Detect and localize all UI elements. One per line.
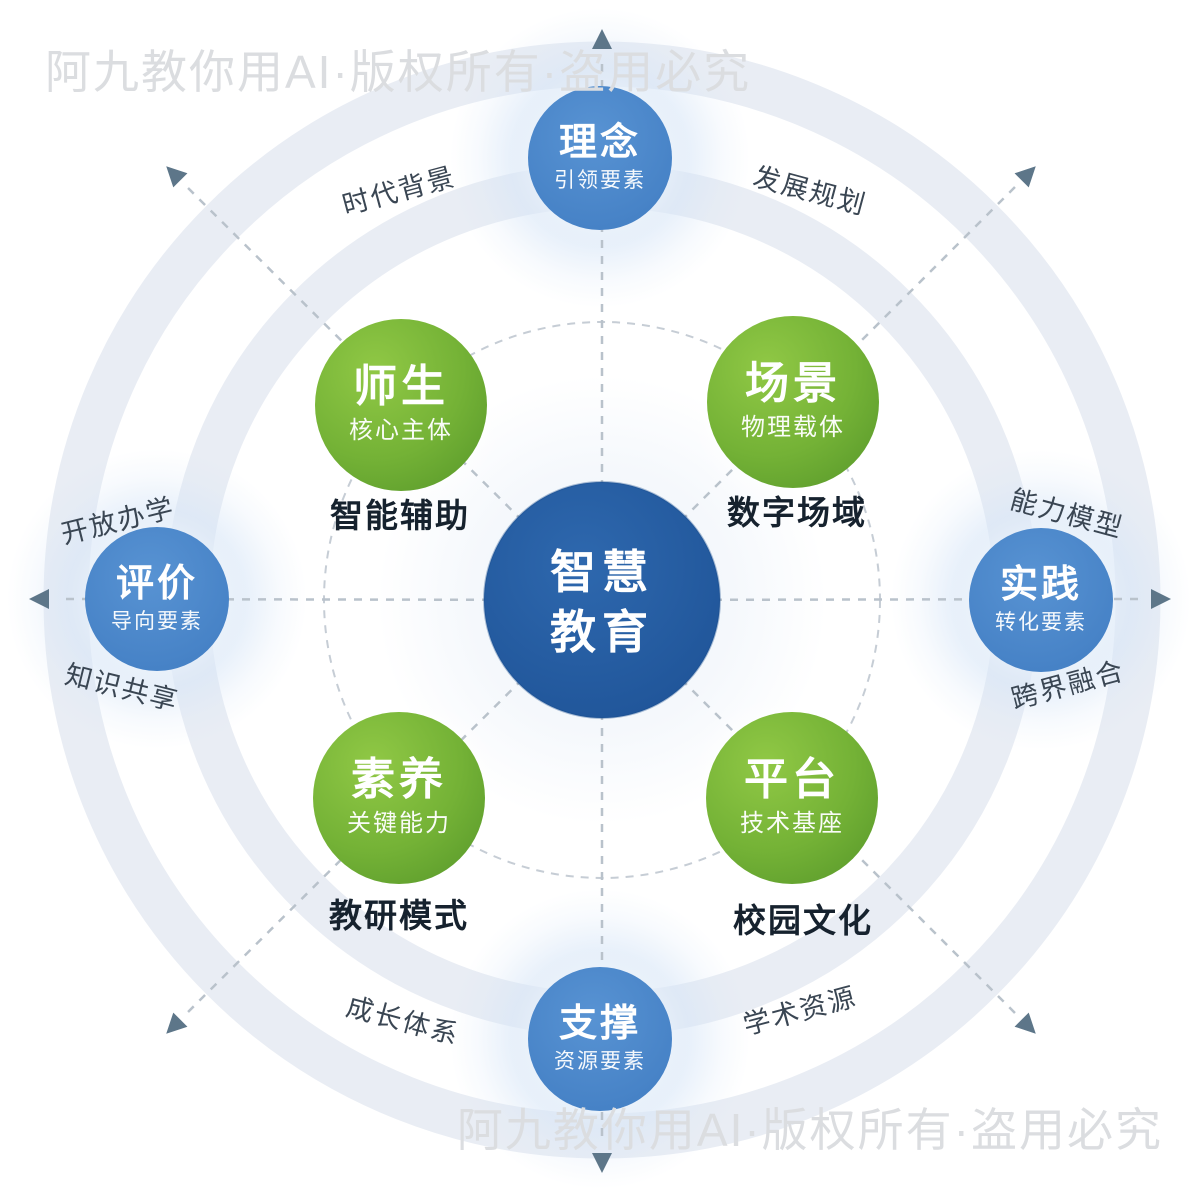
inner-node-bottomright: 平台 技术基座 [706, 712, 878, 884]
inner-node-topright-circle [707, 316, 879, 488]
cardinal-node-bottom: 支撑 资源要素 [528, 967, 672, 1111]
arrow-down-icon [592, 1153, 612, 1173]
inner-node-topleft-circle [315, 319, 487, 491]
inner-node-bottomright-sublabel: 技术基座 [740, 810, 844, 837]
cardinal-node-left-circle [85, 527, 229, 671]
cardinal-node-right-label: 实践 [1000, 564, 1082, 606]
cardinal-node-right-sublabel: 转化要素 [995, 611, 1087, 634]
cardinal-node-left-label: 评价 [116, 563, 198, 605]
inner-node-bottomright-label: 平台 [744, 755, 840, 804]
cardinal-node-right: 实践 转化要素 [969, 528, 1113, 672]
inner-node-bottomleft-circle [313, 712, 485, 884]
inner-node-bottomleft-sublabel: 关键能力 [347, 810, 451, 837]
watermark-bottom: 阿九教你用AI·版权所有·盗用必究 [457, 1104, 1163, 1156]
cardinal-node-bottom-sublabel: 资源要素 [554, 1050, 646, 1073]
cardinal-node-bottom-label: 支撑 [559, 1003, 641, 1045]
caption-bottomleft: 教研模式 [329, 897, 469, 934]
caption-bottomright: 校园文化 [733, 902, 873, 939]
inner-node-bottomright-circle [706, 712, 878, 884]
cardinal-node-top: 理念 引领要素 [528, 86, 672, 230]
cardinal-node-right-circle [969, 528, 1113, 672]
axis-arrowheads [29, 29, 1171, 1173]
arrow-upright-icon [1014, 166, 1036, 188]
arrow-left-icon [29, 589, 49, 609]
watermark-top: 阿九教你用AI·版权所有·盗用必究 [45, 46, 751, 98]
inner-node-topleft-sublabel: 核心主体 [349, 417, 453, 444]
cardinal-node-left-sublabel: 导向要素 [111, 610, 203, 633]
inner-node-topright-label: 场景 [745, 359, 841, 408]
arrow-downright-icon [1014, 1012, 1036, 1034]
arrow-right-icon [1151, 589, 1171, 609]
inner-node-topright: 场景 物理载体 [707, 316, 879, 488]
cardinal-node-top-label: 理念 [559, 121, 641, 164]
cardinal-node-top-circle [528, 86, 672, 230]
cardinal-node-bottom-circle [528, 967, 672, 1111]
center-title-line1: 智慧 [550, 546, 654, 598]
inner-node-topright-sublabel: 物理载体 [741, 414, 845, 441]
cardinal-node-left: 评价 导向要素 [85, 527, 229, 671]
cardinal-node-top-sublabel: 引领要素 [554, 169, 646, 192]
inner-node-bottomleft-label: 素养 [351, 755, 447, 804]
caption-topleft: 智能辅助 [330, 497, 470, 534]
arrow-downleft-icon [166, 1012, 188, 1034]
inner-node-bottomleft: 素养 关键能力 [313, 712, 485, 884]
caption-topright: 数字场域 [727, 494, 867, 531]
arrow-upleft-icon [166, 166, 188, 188]
center-node: 智慧 教育 [483, 481, 721, 719]
inner-node-topleft: 师生 核心主体 [315, 319, 487, 491]
center-title-line2: 教育 [550, 606, 654, 658]
inner-node-topleft-label: 师生 [353, 362, 449, 411]
center-node-circle [483, 481, 721, 719]
arrow-up-icon [592, 29, 612, 49]
